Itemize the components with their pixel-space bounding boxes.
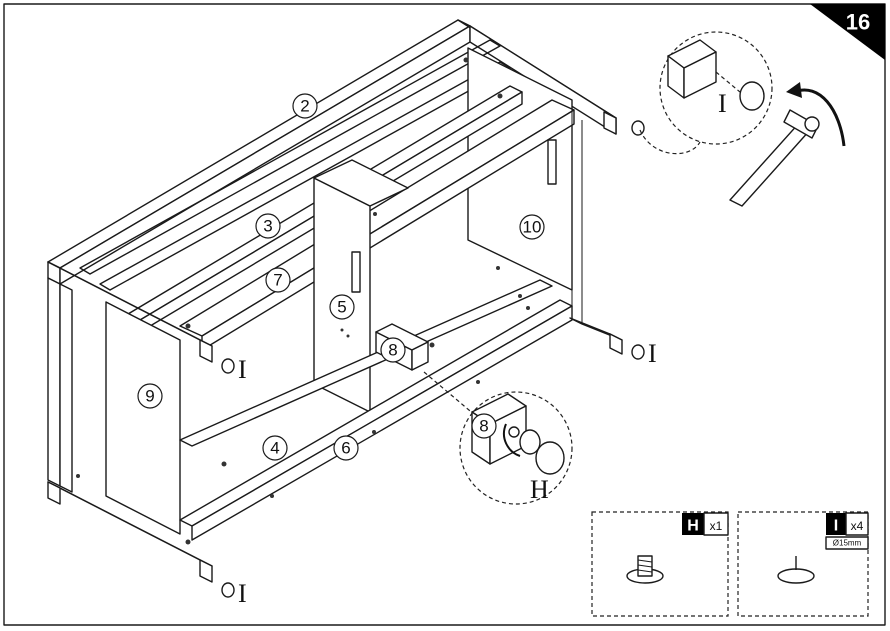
legend-note: Ø15mm — [833, 539, 862, 548]
part-label: 7 — [273, 271, 282, 290]
detail-block-screw: 8 H — [423, 371, 573, 505]
part-label: 8 — [479, 417, 488, 436]
step-badge: 16 — [810, 4, 885, 60]
foot-pad-top-right — [631, 120, 645, 136]
part-label: 6 — [341, 439, 350, 458]
step-number: 16 — [846, 10, 870, 35]
curved-arrow-icon — [786, 82, 846, 147]
part-callout: 8 — [380, 337, 406, 363]
legend-qty: x4 — [851, 519, 864, 533]
part-callout: 9 — [137, 383, 163, 409]
legend-qty: x1 — [710, 519, 723, 533]
foot-pad-right: I — [631, 339, 657, 368]
part-label: 9 — [145, 387, 154, 406]
detail-hammer-foot: I — [639, 31, 846, 207]
part-callout: 7 — [265, 267, 291, 293]
part-label: 10 — [523, 218, 542, 237]
hardware-label: I — [238, 355, 247, 384]
parts-legend-item: H x1 — [591, 511, 729, 617]
foot-pad-left-bottom: I — [221, 579, 247, 608]
legend-letter: H — [687, 518, 699, 535]
part-label: 4 — [270, 439, 279, 458]
hardware-label: H — [530, 475, 549, 504]
hardware-label: I — [648, 339, 657, 368]
hardware-label: I — [718, 89, 727, 118]
part-label: 2 — [300, 97, 309, 116]
part-label: 3 — [263, 217, 272, 236]
part-callout: 10 — [519, 214, 545, 240]
part-label: 5 — [337, 298, 346, 317]
foot-pad-left-top: I — [221, 355, 247, 384]
part-callout: 3 — [255, 213, 281, 239]
page-frame — [3, 3, 886, 626]
legend-letter: I — [834, 518, 838, 535]
part-label: 8 — [388, 341, 397, 360]
screw-foot-icon — [626, 555, 664, 584]
parts-legend-item: I x4 Ø15mm — [737, 511, 869, 617]
screw-foot-icon — [519, 429, 565, 475]
part-callout: 4 — [262, 435, 288, 461]
part-callout: 2 — [292, 93, 318, 119]
part-callout: 6 — [333, 435, 359, 461]
hardware-label: I — [238, 579, 247, 608]
hammer-icon — [729, 109, 820, 207]
part-callout: 5 — [329, 294, 355, 320]
nail-foot-icon — [777, 556, 815, 584]
